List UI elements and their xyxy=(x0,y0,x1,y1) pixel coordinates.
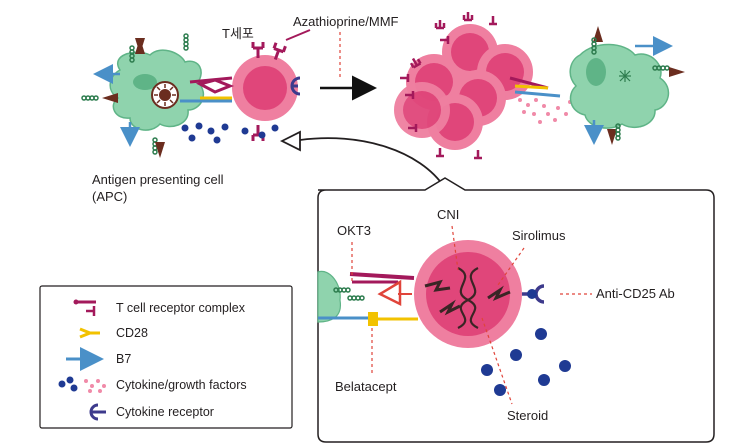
apc-cell-left xyxy=(81,33,205,158)
legend-box: T cell receptor complex CD28 B7 Cytokine… xyxy=(39,285,293,429)
legend-cd28-icon xyxy=(79,327,100,339)
label-cni: CNI xyxy=(437,207,459,222)
legend-cytokine-label: Cytokine/growth factors xyxy=(116,378,247,392)
label-belatacept: Belatacept xyxy=(335,379,397,394)
legend-cytokine-receptor-icon xyxy=(89,403,106,421)
legend-cytokine-icon xyxy=(58,376,106,393)
zoom-panel xyxy=(317,177,715,443)
cytokines-right xyxy=(518,98,572,124)
cni-dashed-pointer xyxy=(451,225,459,271)
label-sirolimus: Sirolimus xyxy=(512,228,566,243)
cytokines-left xyxy=(181,122,279,144)
apc-cell-right xyxy=(569,26,685,145)
label-apc: Antigen presenting cell xyxy=(92,172,224,187)
legend-b7-label: B7 xyxy=(116,352,131,366)
feedback-arrow xyxy=(299,137,446,189)
legend-tcr-icon xyxy=(73,299,96,316)
label-okt3: OKT3 xyxy=(337,223,371,238)
legend-cd28-label: CD28 xyxy=(116,326,148,340)
label-t-cell: T세포 xyxy=(222,26,254,41)
label-steroid: Steroid xyxy=(507,408,548,423)
label-anti-cd25: Anti-CD25 Ab xyxy=(596,286,675,301)
legend-cytokine-receptor-label: Cytokine receptor xyxy=(116,405,214,419)
t-cell-left xyxy=(180,29,311,143)
feedback-arrowhead xyxy=(279,130,301,152)
label-azathioprine: Azathioprine/MMF xyxy=(293,14,399,29)
label-apc-abbr: (APC) xyxy=(92,189,127,204)
legend-tcr-label: T cell receptor complex xyxy=(116,301,246,315)
sirolimus-dashed-pointer xyxy=(497,247,525,286)
cytokines-zoom xyxy=(481,328,571,396)
t-cell-cluster xyxy=(394,12,561,160)
